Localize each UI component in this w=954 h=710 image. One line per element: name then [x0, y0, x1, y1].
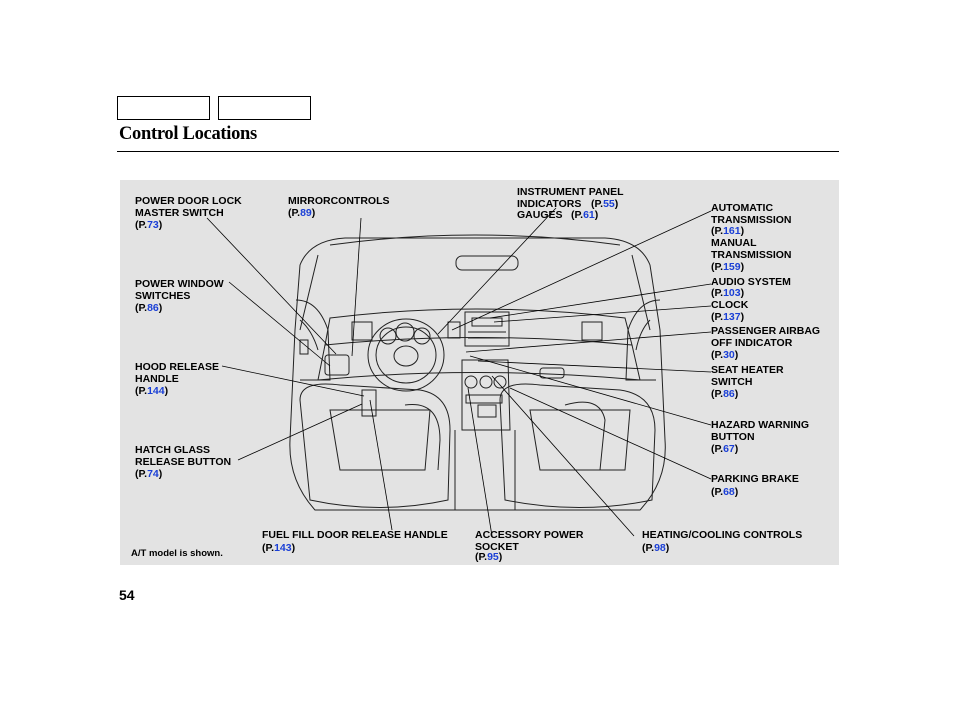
nav-tab-box-2[interactable]: [218, 96, 311, 120]
label-power-window: POWER WINDOW SWITCHES: [135, 278, 224, 302]
label-gauges: GAUGES: [517, 209, 563, 221]
label-hazard-warning: HAZARD WARNING BUTTON: [711, 419, 809, 443]
ref-passenger-airbag[interactable]: (P.30): [711, 349, 739, 361]
ref-audio-system[interactable]: (P.103): [711, 287, 745, 299]
label-seat-heater: SEAT HEATER SWITCH: [711, 364, 784, 388]
nav-tab-box-1[interactable]: [117, 96, 210, 120]
ref-manual-transmission[interactable]: (P.159): [711, 261, 745, 273]
ref-seat-heater[interactable]: (P.86): [711, 388, 739, 400]
ref-automatic-transmission[interactable]: (P.161): [711, 225, 745, 237]
ref-fuel-fill[interactable]: (P.143): [262, 542, 296, 554]
ref-instrument-panel[interactable]: (P.55): [591, 198, 619, 210]
page-number: 54: [119, 587, 135, 603]
label-instrument-panel: INSTRUMENT PANEL INDICATORS: [517, 186, 624, 210]
label-automatic-transmission: AUTOMATIC TRANSMISSION: [711, 202, 792, 226]
ref-hood-release[interactable]: (P.144): [135, 385, 169, 397]
ref-heating-cooling[interactable]: (P.98): [642, 542, 670, 554]
label-mirror-controls: MIRRORCONTROLS: [288, 195, 390, 207]
title-rule: [117, 151, 839, 152]
label-manual-transmission: MANUAL TRANSMISSION: [711, 237, 792, 261]
label-power-door-lock: POWER DOOR LOCK MASTER SWITCH: [135, 195, 242, 219]
label-hood-release: HOOD RELEASE HANDLE: [135, 361, 220, 385]
label-hatch-glass: HATCH GLASS RELEASE BUTTON: [135, 444, 232, 468]
ref-accessory-power[interactable]: (P.95): [475, 551, 503, 563]
ref-hatch-glass[interactable]: (P.74): [135, 468, 163, 480]
ref-parking-brake[interactable]: (P.68): [711, 486, 739, 498]
label-passenger-airbag: PASSENGER AIRBAG OFF INDICATOR: [711, 325, 821, 349]
ref-power-window[interactable]: (P.86): [135, 302, 163, 314]
label-clock: CLOCK: [711, 299, 749, 311]
ref-clock[interactable]: (P.137): [711, 311, 745, 323]
model-note: A/T model is shown.: [131, 548, 223, 559]
label-audio-system: AUDIO SYSTEM: [711, 276, 791, 288]
ref-power-door-lock[interactable]: (P.73): [135, 219, 163, 231]
page-title: Control Locations: [119, 124, 257, 144]
ref-mirror-controls[interactable]: (P.89): [288, 207, 316, 219]
label-parking-brake: PARKING BRAKE: [711, 473, 799, 485]
label-heating-cooling: HEATING/COOLING CONTROLS: [642, 529, 803, 541]
ref-hazard-warning[interactable]: (P.67): [711, 443, 739, 455]
label-fuel-fill: FUEL FILL DOOR RELEASE HANDLE: [262, 529, 448, 541]
label-accessory-power: ACCESSORY POWER SOCKET: [475, 529, 584, 553]
ref-gauges[interactable]: (P.61): [571, 209, 599, 221]
